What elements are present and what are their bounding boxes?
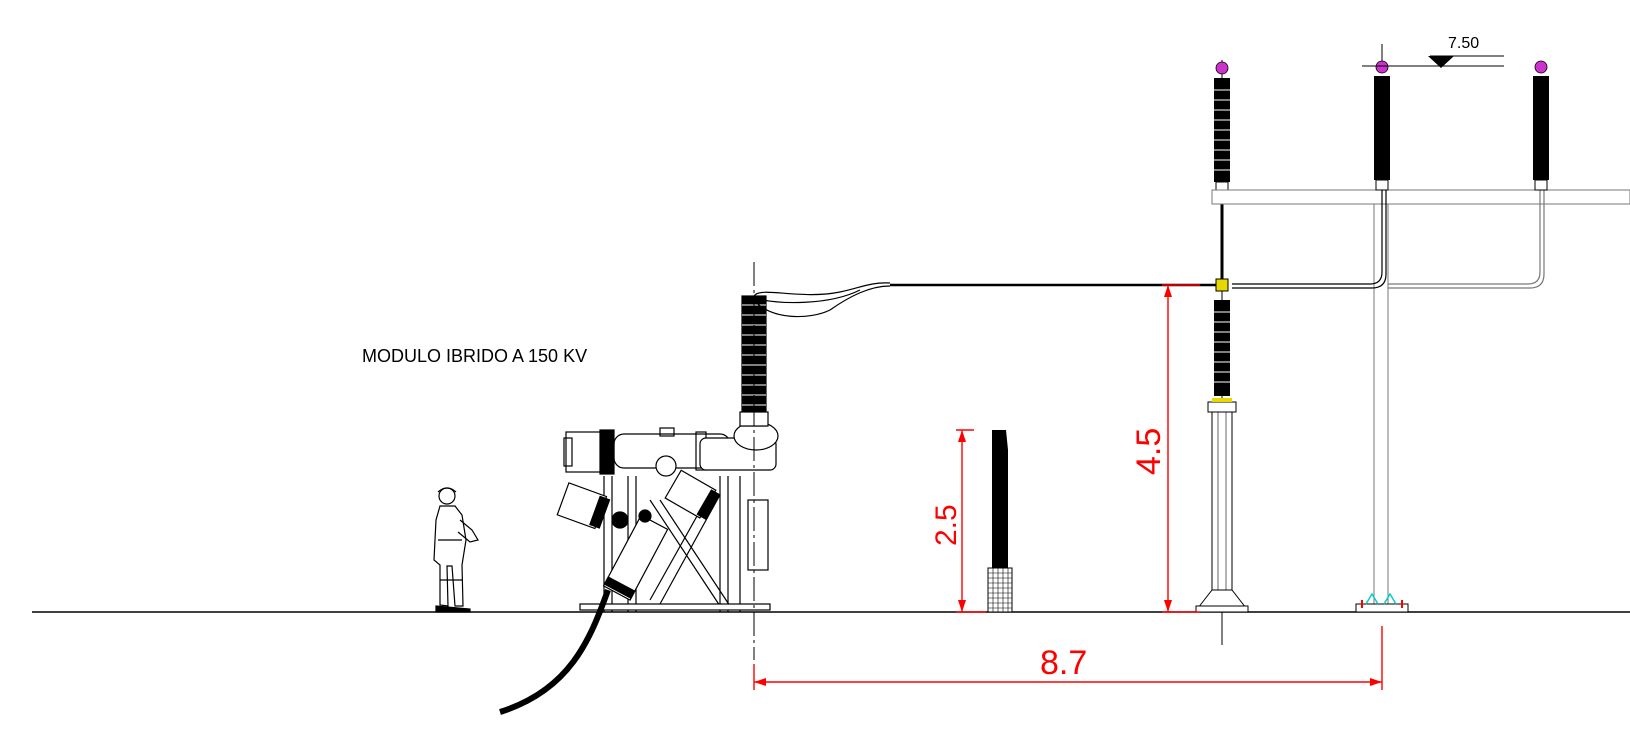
elevation-marker: 7.50	[1362, 35, 1504, 68]
human-figure-icon	[433, 487, 479, 613]
dimension-conductor-height-value: 4.5	[1130, 428, 1168, 475]
elevation-label: 7.50	[1448, 35, 1479, 52]
underground-cable	[499, 588, 611, 715]
dimension-fence-height: 2.5	[930, 429, 986, 613]
dimension-fence-height-value: 2.5	[930, 504, 963, 546]
hybrid-module-equipment	[556, 295, 779, 612]
dimension-horizontal-value: 8.7	[1040, 644, 1087, 682]
gantry-structure	[1211, 44, 1630, 613]
dimension-conductor-height: 4.5	[1130, 284, 1200, 613]
line-terminals	[1215, 60, 1548, 75]
flexible-connection	[753, 282, 891, 318]
fence-post	[987, 430, 1013, 613]
insulator-sheds	[1214, 89, 1230, 383]
module-title: MODULO IBRIDO A 150 KV	[362, 346, 587, 366]
dimension-horizontal: 8.7	[753, 626, 1383, 690]
